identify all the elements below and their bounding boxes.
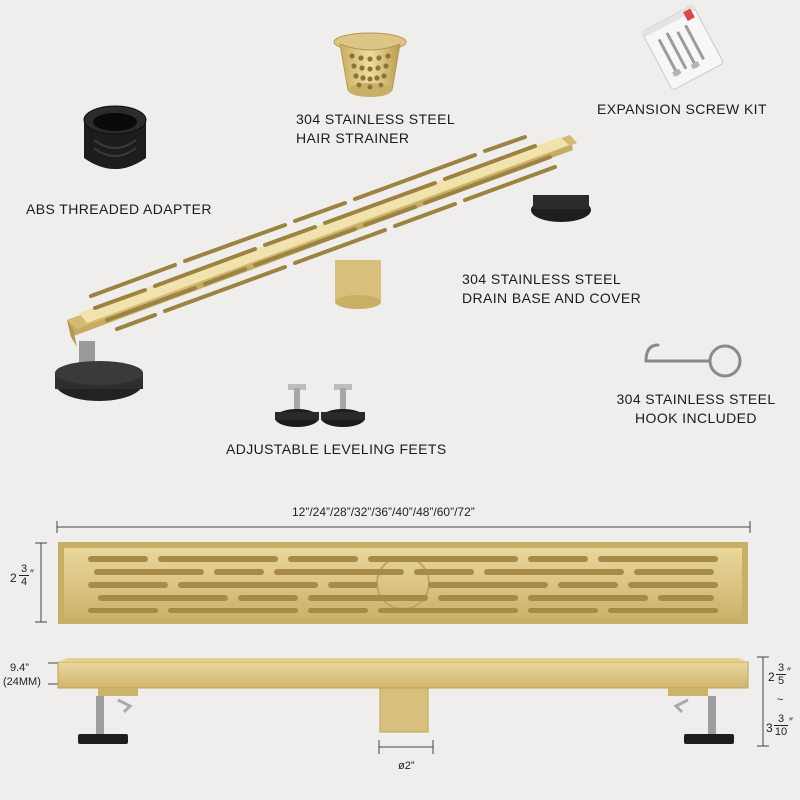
screw-kit-image: [641, 4, 724, 90]
width-denominator: 4: [19, 575, 29, 588]
height-b-denominator: 10: [774, 725, 788, 738]
cover-slots: [89, 135, 557, 331]
height-a-whole: 2: [768, 670, 775, 684]
drain-label-line2: DRAIN BASE AND COVER: [462, 290, 642, 306]
depth-dimension-text: 9.4”: [10, 662, 29, 674]
strainer-label-line1: 304 STAINLESS STEEL: [296, 111, 456, 127]
height-dimension-line: [757, 656, 769, 747]
hook-label-line2: HOOK INCLUDED: [635, 410, 757, 426]
strainer-label: 304 STAINLESS STEEL HAIR STRAINER: [296, 110, 455, 148]
hook-label: 304 STAINLESS STEEL HOOK INCLUDED: [616, 390, 776, 428]
drain-perspective-image: [55, 135, 591, 401]
length-dimension-line: [56, 521, 751, 533]
drain-side-view: [57, 658, 749, 744]
height-a-unit: ″: [787, 666, 791, 678]
height-b-unit: ″: [789, 716, 793, 728]
height-b-fraction: 3 10: [774, 713, 788, 738]
width-whole: 2: [10, 571, 17, 585]
height-b-numerator: 3: [777, 713, 785, 725]
height-a-denominator: 5: [776, 674, 786, 687]
adapter-label: ABS THREADED ADAPTER: [26, 201, 212, 217]
hook-image: [644, 343, 742, 378]
drain-top-view: [58, 542, 748, 624]
length-dimension-text: 12”/24”/28”/32”/36”/40”/48”/60”/72”: [292, 505, 475, 519]
width-fraction: 3 4: [19, 563, 29, 588]
width-numerator: 3: [20, 563, 28, 575]
hook-label-line1: 304 STAINLESS STEEL: [616, 391, 776, 407]
width-dimension-line: [35, 542, 47, 623]
hair-strainer-image: [333, 32, 407, 97]
depth-dimension-mm: (24MM): [3, 676, 41, 688]
outlet-dimension-text: ø2”: [398, 760, 415, 772]
screw-kit-label: EXPANSION SCREW KIT: [597, 101, 767, 117]
outlet-dimension-line: [378, 740, 434, 754]
drain-label: 304 STAINLESS STEEL DRAIN BASE AND COVER: [462, 270, 641, 308]
height-a-fraction: 3 5: [776, 662, 786, 687]
height-a-numerator: 3: [777, 662, 785, 674]
abs-adapter-image: [83, 105, 147, 169]
leveling-feet-image: [275, 384, 365, 427]
height-separator: ~: [777, 694, 784, 706]
height-b-whole: 3: [766, 721, 773, 735]
width-unit: ″: [30, 568, 34, 580]
feet-label: ADJUSTABLE LEVELING FEETS: [226, 441, 447, 457]
strainer-label-line2: HAIR STRAINER: [296, 130, 410, 146]
drain-label-line1: 304 STAINLESS STEEL: [462, 271, 622, 287]
